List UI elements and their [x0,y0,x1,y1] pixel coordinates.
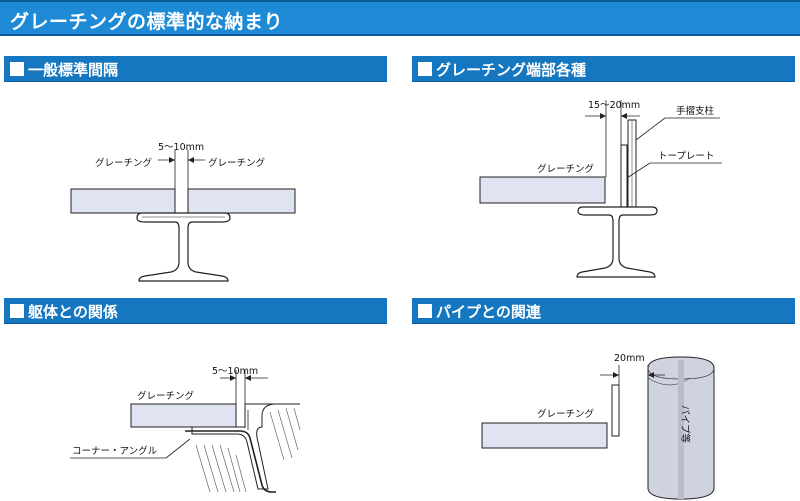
pipe-grating-label: グレーチング [537,408,595,420]
i-beam-end [576,206,658,278]
angle-label: コーナー・アングル [72,445,158,457]
post-label: 手摺支柱 [676,105,715,117]
section-header-pipe: パイプとの関連 [412,298,795,324]
section-title-pipe: パイプとの関連 [436,303,541,321]
grating-left [70,188,176,214]
grating-right [187,188,296,214]
section-header-body: 躯体との関係 [4,298,387,324]
i-beam [136,212,231,282]
pipe-gap-label: 20mm [614,353,645,364]
end-gap-label: 15～20mm [588,100,640,111]
section-title-ends: グレーチング端部各種 [436,61,587,79]
end-grating-label: グレーチング [537,163,595,175]
section-title-general: 一般標準間隔 [28,61,119,79]
pipe-label: パイプ等 [679,405,691,444]
section-header-ends: グレーチング端部各種 [412,56,795,82]
pipe-edge-plate [611,384,620,437]
general-left-label: グレーチング [95,157,153,169]
square-bullet-icon [10,304,24,318]
square-bullet-icon [10,62,24,76]
general-gap-label: 5～10mm [158,142,204,153]
page-title: グレーチングの標準的な納まり [10,11,284,33]
main-title-bar: グレーチングの標準的な納まり [0,0,800,36]
general-right-label: グレーチング [208,157,266,169]
body-grating-label: グレーチング [137,390,195,402]
concrete-body [191,403,300,490]
section-title-body: 躯体との関係 [28,303,118,321]
section-header-general: 一般標準間隔 [4,56,387,82]
concrete-hatch [195,407,301,493]
body-gap-label: 5～10mm [212,366,258,377]
square-bullet-icon [418,304,432,318]
square-bullet-icon [418,62,432,76]
grating-end-slab [479,176,606,204]
pipe-grating-slab [481,422,608,449]
toe-plate-label: トープレート [658,151,714,162]
corner-angle [185,430,276,493]
body-grating-slab [130,403,237,428]
